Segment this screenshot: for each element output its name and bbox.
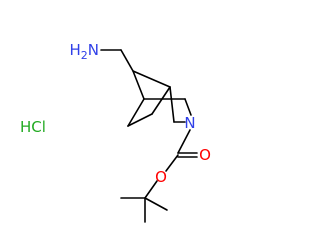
bond-c1-c7 [127,98,145,127]
ring-nitrogen-label: N [184,114,195,132]
bond-c5-c4 [169,86,175,123]
amine-label: H2N [69,41,99,62]
salt-label: HCl [20,118,46,136]
bond-carbonyl-oester [165,154,179,172]
bond-c2-n [184,98,192,116]
bonds [100,49,198,223]
carbonyl-oxygen-label: O [199,146,211,164]
ester-oxygen-label: O [155,168,167,186]
bond-n-carbonyl [177,129,191,154]
atom-labels: H2N N O O HCl [20,41,211,186]
bond-oester-tbu [144,180,158,199]
bond-bridge-c1 [132,70,145,100]
bond-ch2-bridge [120,49,134,72]
structure-diagram: H2N N O O HCl [20,41,211,223]
bond-bridge-c5 [132,70,171,88]
bond-tbu-me3 [144,197,168,211]
bond-c6-c5 [151,86,171,115]
bond-c7-c6 [127,113,153,127]
